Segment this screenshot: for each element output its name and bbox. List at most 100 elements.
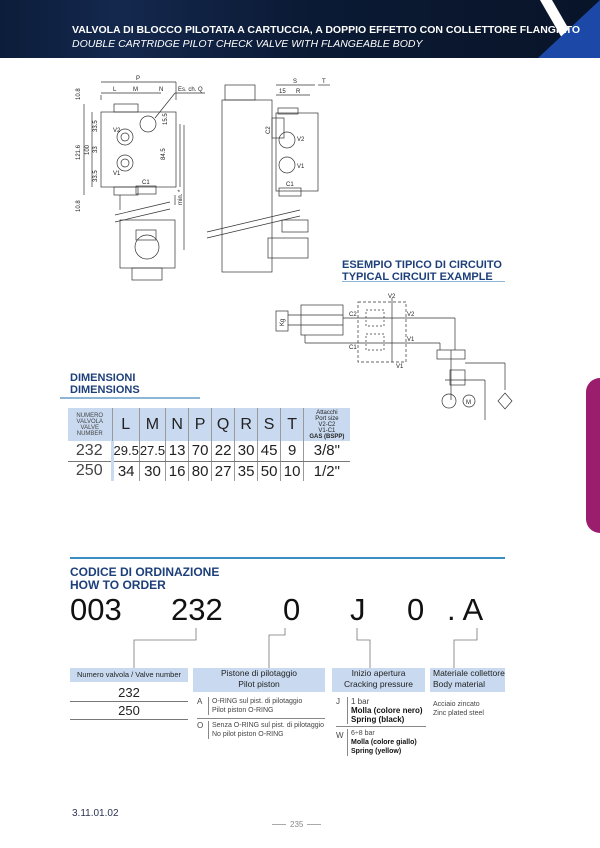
cell: 30	[234, 441, 258, 462]
circuit-V2: V2	[407, 312, 415, 318]
dim-R: R	[296, 89, 301, 95]
cell: 9	[280, 441, 304, 462]
header-P: P	[188, 408, 212, 441]
valve-option-232: 232	[70, 684, 188, 702]
cell: 70	[188, 441, 212, 462]
header-Q: Q	[211, 408, 235, 441]
circuit-C2: C2	[349, 312, 357, 318]
valve-number-header: Numero valvola / Valve number	[70, 668, 188, 682]
dim-T: T	[322, 79, 326, 85]
cell: 80	[188, 461, 212, 481]
dim-15: 15	[279, 89, 286, 95]
valve-number: 250	[68, 461, 114, 481]
dim-121-6: 121.6	[76, 144, 82, 160]
cell-port: 3/8"	[303, 441, 350, 462]
dim-84-5: 84.5	[161, 148, 167, 160]
technical-drawing: P L M N Es. ch. Q 10.8 121.6 100 33.5 33…	[76, 76, 513, 420]
dim-M: M	[133, 87, 138, 93]
circuit-C1: C1	[349, 345, 357, 351]
code-prefix: 003	[70, 592, 122, 627]
circuit-heading: ESEMPIO TIPICO DI CIRCUITO TYPICAL CIRCU…	[342, 259, 502, 283]
circuit-V1-bottom: V1	[396, 364, 404, 370]
dim-S: S	[293, 79, 297, 85]
cell: 50	[257, 461, 281, 481]
valve-number: 232	[68, 441, 114, 462]
page-number: 235	[272, 820, 322, 829]
catalog-code: 3.11.01.02	[72, 808, 119, 819]
page-header: VALVOLA DI BLOCCO PILOTATA A CARTUCCIA, …	[0, 0, 600, 58]
order-heading: CODICE DI ORDINAZIONE HOW TO ORDER	[70, 566, 219, 592]
code-valve: 232	[171, 592, 223, 627]
cell: 35	[234, 461, 258, 481]
cell-port: 1/2"	[303, 461, 350, 481]
order-heading-it: CODICE DI ORDINAZIONE	[70, 565, 220, 579]
circuit-V2-top: V2	[388, 294, 396, 300]
port-C2-side: C2	[266, 126, 272, 134]
cell: 13	[165, 441, 189, 462]
cell: 45	[257, 441, 281, 462]
header-N: N	[165, 408, 189, 441]
dim-100: 100	[85, 144, 91, 155]
dim-33-5-b: 33.5	[93, 170, 99, 182]
valve-number-options: 232 250	[70, 684, 188, 720]
cell: 30	[138, 461, 166, 481]
cell: 34	[111, 461, 140, 481]
table-row: 232 29.5 27.5 13 70 22 30 45 9 3/8"	[68, 441, 350, 462]
dimensions-heading-it: DIMENSIONI	[70, 372, 136, 384]
cell: 22	[211, 441, 235, 462]
dim-33-5-a: 33.5	[93, 120, 99, 132]
code-zero: 0	[407, 592, 425, 627]
circuit-heading-en: TYPICAL CIRCUIT EXAMPLE	[342, 271, 493, 283]
circuit-heading-it: ESEMPIO TIPICO DI CIRCUITO	[342, 259, 502, 271]
section-tab	[586, 378, 600, 533]
divider	[342, 281, 505, 282]
port-V2-side: V2	[297, 137, 305, 143]
cell: 27	[211, 461, 235, 481]
code-cracking: J	[350, 592, 366, 627]
dim-L: L	[113, 87, 117, 93]
code-connectors	[133, 628, 478, 668]
header-S: S	[257, 408, 281, 441]
port-V2: V2	[113, 128, 121, 134]
circuit-V1: V1	[407, 337, 415, 343]
divider	[60, 397, 200, 399]
title-italian: VALVOLA DI BLOCCO PILOTATA A CARTUCCIA, …	[72, 24, 581, 36]
port-C1: C1	[142, 180, 150, 186]
order-heading-en: HOW TO ORDER	[70, 578, 166, 592]
motor-label: M	[466, 400, 471, 406]
circuit-load-kg: Kg	[280, 319, 286, 326]
dimensions-heading-en: DIMENSIONS	[70, 384, 140, 396]
dimensions-heading: DIMENSIONI DIMENSIONS	[70, 372, 140, 396]
header-R: R	[234, 408, 258, 441]
code-piston: 0	[283, 592, 301, 627]
dim-15-5: 15.5	[163, 113, 169, 125]
dim-min: min. *	[178, 189, 184, 205]
divider	[70, 557, 505, 559]
dim-P: P	[136, 76, 140, 82]
header-T: T	[280, 408, 304, 441]
dim-10-8-top: 10.8	[76, 88, 82, 100]
title-english: DOUBLE CARTRIDGE PILOT CHECK VALVE WITH …	[72, 38, 423, 50]
code-body: . A	[447, 592, 484, 627]
dim-10-8-bottom: 10.8	[76, 200, 82, 212]
table-row: 250 34 30 16 80 27 35 50 10 1/2"	[68, 461, 350, 481]
dim-33: 33	[93, 146, 99, 153]
cell: 29.5	[111, 441, 140, 462]
valve-option-250: 250	[70, 702, 188, 720]
cell: 16	[165, 461, 189, 481]
cell: 10	[280, 461, 304, 481]
